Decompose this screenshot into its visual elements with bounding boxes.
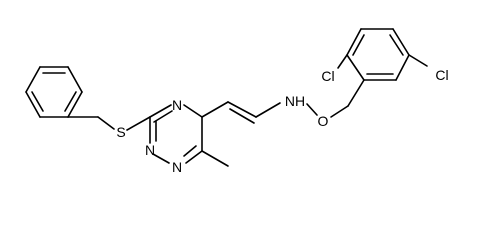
triazine-n1-label: N [172, 159, 182, 175]
benzylthio-linker [67, 116, 151, 131]
vinyl-linker [201, 101, 281, 124]
ch2-aryl-bond [347, 79, 365, 107]
benzyl-phenyl-ring [25, 66, 83, 118]
chlorine-left-label: Cl [321, 68, 334, 84]
sulfur-label: S [116, 124, 125, 140]
n-o-bond [306, 103, 318, 116]
structure-canvas: S N N N NH O Cl [25, 28, 449, 175]
methyl-bond [201, 150, 229, 167]
triazine-n2-label: N [145, 142, 155, 158]
amine-label: NH [285, 93, 305, 109]
chemical-structure: S N N N NH O Cl [25, 28, 449, 175]
cl-left-bond [337, 54, 348, 69]
dichlorophenyl-ring [346, 28, 410, 81]
chlorine-right-label: Cl [435, 67, 448, 83]
o-ch2-bond [330, 105, 349, 118]
cl-right-bond [408, 54, 428, 67]
triazine-n4-label: N [172, 97, 182, 113]
triazine-ring [149, 104, 203, 164]
oxygen-label: O [318, 113, 329, 129]
